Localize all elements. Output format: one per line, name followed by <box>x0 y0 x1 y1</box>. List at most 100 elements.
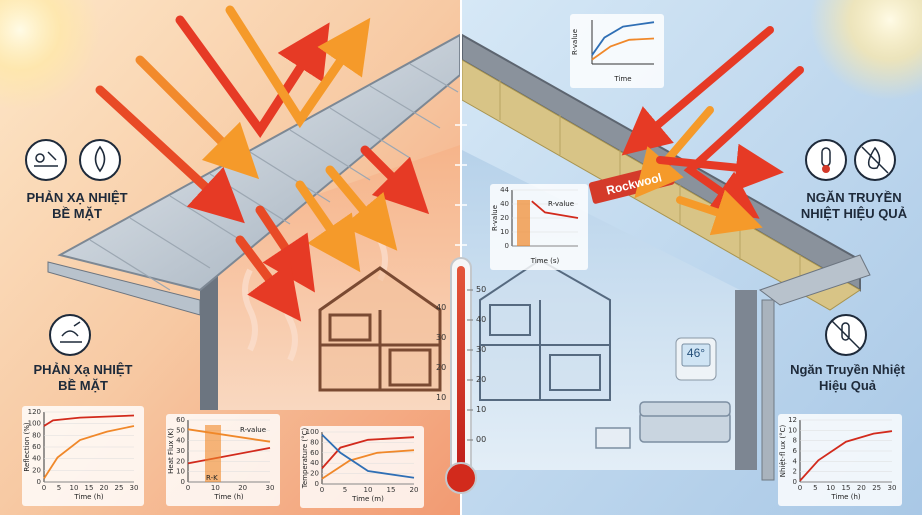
y-tick-label: 8 <box>793 437 797 445</box>
x-axis-label: Time <box>613 75 631 83</box>
y-tick-label: 20 <box>176 457 185 465</box>
y-axis-label: R-value <box>491 205 499 231</box>
series-red <box>43 414 135 427</box>
x-tick-label: 15 <box>85 484 94 492</box>
warm-house-frame <box>318 266 442 392</box>
series-red <box>187 447 271 465</box>
x-tick-label: 25 <box>115 484 124 492</box>
series-blue <box>321 433 415 479</box>
y-tick-label: 2 <box>793 468 797 476</box>
y-tick-label: 40 <box>176 437 185 445</box>
flux-bar <box>205 425 221 482</box>
sun-left-icon <box>0 0 100 110</box>
x-axis-label: Time (m) <box>351 495 384 503</box>
series-orange <box>321 449 415 480</box>
y-tick-label: 10 <box>788 426 797 434</box>
chart-panel <box>490 184 588 270</box>
x-tick-label: 5 <box>343 486 347 494</box>
y-tick-label: 60 <box>310 449 319 457</box>
y-tick-label: 20 <box>32 466 41 474</box>
no-fire-icon <box>854 139 896 181</box>
y-tick-label: 44 <box>500 186 509 194</box>
y-tick-label: 40 <box>32 455 41 463</box>
y-tick-label: 0 <box>181 478 185 486</box>
series-red <box>799 430 893 482</box>
y-axis-label: Heat Flux (K) <box>167 428 175 474</box>
chart-panel <box>166 414 280 506</box>
y-tick-label: 6 <box>793 447 798 455</box>
y-axis-label: Reflection (%) <box>23 422 31 471</box>
series-orange <box>187 428 271 443</box>
center-scale <box>455 124 467 246</box>
gauge-tick: 50 <box>476 285 486 294</box>
x-tick-label: 0 <box>798 484 802 492</box>
y-axis-label: Nhiệt-fl ux (°C) <box>779 424 787 477</box>
y-tick-label: 4 <box>793 457 798 465</box>
right-wall <box>735 290 757 470</box>
y-tick-label: 0 <box>315 480 319 488</box>
annotation-rvalue: R-value <box>240 426 266 434</box>
chart-panel <box>778 414 902 506</box>
x-tick-label: 20 <box>238 484 247 492</box>
x-tick-label: 0 <box>186 484 190 492</box>
water-drop-icon <box>79 139 121 181</box>
reflection-icon-mid <box>49 314 91 356</box>
y-tick-label: 0 <box>505 242 509 250</box>
y-tick-label: 10 <box>176 468 185 476</box>
y-tick-label: 20 <box>310 470 319 478</box>
y-tick-label: 10 <box>500 228 509 236</box>
y-tick-label: 12 <box>788 416 797 424</box>
y-tick-label: 60 <box>176 416 185 424</box>
house-tick: 30 <box>436 333 446 342</box>
x-axis-label: Time (h) <box>213 493 244 501</box>
annotation-rk: R-K <box>206 474 218 482</box>
y-tick-label: 80 <box>310 438 319 446</box>
y-tick-label: 30 <box>176 447 185 455</box>
x-tick-label: 5 <box>57 484 61 492</box>
x-tick-label: 30 <box>888 484 897 492</box>
x-tick-label: 0 <box>42 484 46 492</box>
no-heat-icon <box>825 314 867 356</box>
sun-reflection-icon <box>25 139 67 181</box>
sofa-icon <box>595 401 731 449</box>
reflected-heat-arrows <box>95 5 430 322</box>
y-tick-label: 100 <box>306 428 319 436</box>
x-tick-label: 15 <box>387 486 396 494</box>
gauge-tick: 10 <box>476 405 486 414</box>
house-tick: 20 <box>436 363 446 372</box>
series-orange <box>591 37 655 61</box>
y-tick-label: 50 <box>176 426 185 434</box>
x-tick-label: 25 <box>872 484 881 492</box>
y-tick-label: 0 <box>793 478 797 486</box>
x-tick-label: 10 <box>826 484 835 492</box>
y-tick-label: 100 <box>28 420 41 428</box>
x-tick-label: 30 <box>130 484 139 492</box>
series-red <box>531 200 579 219</box>
rvalue-bar <box>517 200 530 246</box>
series-blue <box>591 21 655 56</box>
y-tick-label: 40 <box>310 459 319 467</box>
gauge-tick: 40 <box>476 315 486 324</box>
x-tick-label: 10 <box>70 484 79 492</box>
x-tick-label: 20 <box>100 484 109 492</box>
gauge-tick: 00 <box>476 435 486 444</box>
thermostat-readout: 46° <box>686 346 706 360</box>
left-label-top: PHẢN XẠ NHIỆT BỀ MẶT <box>26 190 128 221</box>
x-tick-label: 5 <box>813 484 817 492</box>
x-tick-label: 30 <box>266 484 275 492</box>
y-tick-label: 20 <box>500 214 509 222</box>
gauge-tick: 20 <box>476 375 486 384</box>
right-label-top: NGĂN TRUYỀN NHIỆT HIỆU QUẢ <box>800 190 908 221</box>
left-label-mid: PHẢN Xạ NHIỆT BỀ MẶT <box>33 362 133 393</box>
series-red <box>321 436 415 469</box>
left-gutter <box>47 261 201 316</box>
x-tick-label: 20 <box>857 484 866 492</box>
chart-panel <box>570 14 664 88</box>
y-tick-label: 120 <box>28 408 41 416</box>
y-tick-label: 80 <box>32 431 41 439</box>
